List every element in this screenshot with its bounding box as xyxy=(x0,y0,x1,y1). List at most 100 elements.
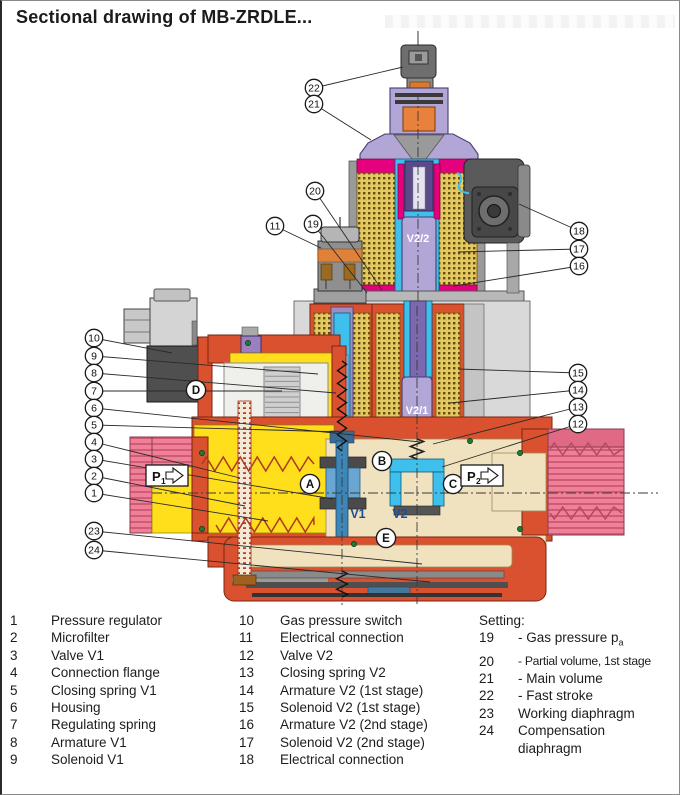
callout-20 xyxy=(305,181,325,201)
drawn-details xyxy=(201,360,623,598)
callout-number-7: 7 xyxy=(91,386,97,398)
leader-line-19 xyxy=(312,223,368,294)
leader-line-8 xyxy=(93,372,337,394)
legend-column-3: Setting: 19- Gas pressure pa 20- Partial v… xyxy=(479,612,675,757)
thread-sawtooth xyxy=(549,441,623,457)
port-sub-p2: 2 xyxy=(476,476,481,486)
closing-spring-v2 xyxy=(408,438,426,460)
leader-line-13 xyxy=(432,406,579,445)
leader-line-18 xyxy=(518,203,580,232)
callout-number-8: 8 xyxy=(91,368,97,380)
callout-21 xyxy=(304,94,324,114)
leader-line-10 xyxy=(93,337,173,354)
callout-number-15: 15 xyxy=(572,368,584,380)
chamber-letter-text-A: A xyxy=(306,479,314,491)
legend-item-19: 19- Gas pressure pa xyxy=(479,630,624,649)
flow-arrow-icon xyxy=(480,466,499,485)
callout-number-2: 2 xyxy=(91,471,97,483)
bottom-diaphragm-assembly xyxy=(207,536,547,602)
microfilter xyxy=(237,400,252,580)
closing-spring-v1 xyxy=(336,360,348,452)
callout-11 xyxy=(265,216,285,236)
callout-16 xyxy=(569,256,589,276)
wire xyxy=(456,172,470,194)
chamber-letter-text-D: D xyxy=(192,385,200,397)
callout-number-9: 9 xyxy=(91,351,97,363)
legend-item-22: 22- Fast stroke xyxy=(479,688,594,704)
chamber-letter-B xyxy=(371,450,393,472)
chamber-letter-E xyxy=(375,527,397,549)
callout-number-23: 23 xyxy=(88,526,100,538)
callout-leader-lines xyxy=(93,66,580,583)
part-label-V2/1: V2/1 xyxy=(406,405,429,417)
callout-23 xyxy=(84,521,104,541)
coil-winding xyxy=(356,172,396,286)
part-label-V1: V1 xyxy=(350,507,365,521)
callout-number-12: 12 xyxy=(572,419,584,431)
chamber-letter-text-C: C xyxy=(449,479,457,491)
callout-number-11: 11 xyxy=(270,221,281,233)
thread-sawtooth xyxy=(201,455,315,473)
leader-line-23 xyxy=(93,530,423,565)
thread-sawtooth xyxy=(215,515,315,534)
port-sub-p1: 1 xyxy=(161,476,166,486)
outlet-pipe-p2 xyxy=(491,428,625,536)
coil-cap-magenta xyxy=(356,158,396,174)
callout-number-1: 1 xyxy=(91,488,97,500)
top-adjustment-cap xyxy=(400,31,437,91)
callout-number-10: 10 xyxy=(88,333,100,345)
callout-number-24: 24 xyxy=(88,545,100,557)
legend-item-20: 20- Partial volume, 1st stage xyxy=(479,653,651,669)
electrical-connection-tower xyxy=(313,217,367,304)
leader-line-5 xyxy=(93,424,344,433)
legend-heading: Setting: xyxy=(479,613,525,628)
gas-pressure-switch xyxy=(123,288,199,403)
electrical-connection-box xyxy=(456,158,531,294)
callout-19 xyxy=(303,214,323,234)
port-label-p1: P xyxy=(152,469,161,484)
port-label-p2: P xyxy=(467,469,476,484)
leader-line-16 xyxy=(453,265,580,287)
callout-number-21: 21 xyxy=(308,99,320,111)
callout-12 xyxy=(568,414,588,434)
leader-line-2 xyxy=(93,475,246,507)
flow-arrow-icon xyxy=(165,466,184,485)
centerlines xyxy=(152,93,658,605)
callout-1 xyxy=(84,483,104,503)
chamber-letter-D xyxy=(185,379,207,401)
leader-line-15 xyxy=(457,368,579,374)
o-rings xyxy=(199,340,523,547)
callout-number-19: 19 xyxy=(307,219,319,231)
callout-number-16: 16 xyxy=(573,261,585,273)
retard-bell-housing xyxy=(359,87,479,162)
callout-number-5: 5 xyxy=(91,420,97,432)
leader-line-22 xyxy=(313,66,404,89)
callout-number-3: 3 xyxy=(91,454,97,466)
callout-number-6: 6 xyxy=(91,403,97,415)
callout-number-22: 22 xyxy=(308,83,320,95)
callout-number-18: 18 xyxy=(573,226,585,238)
